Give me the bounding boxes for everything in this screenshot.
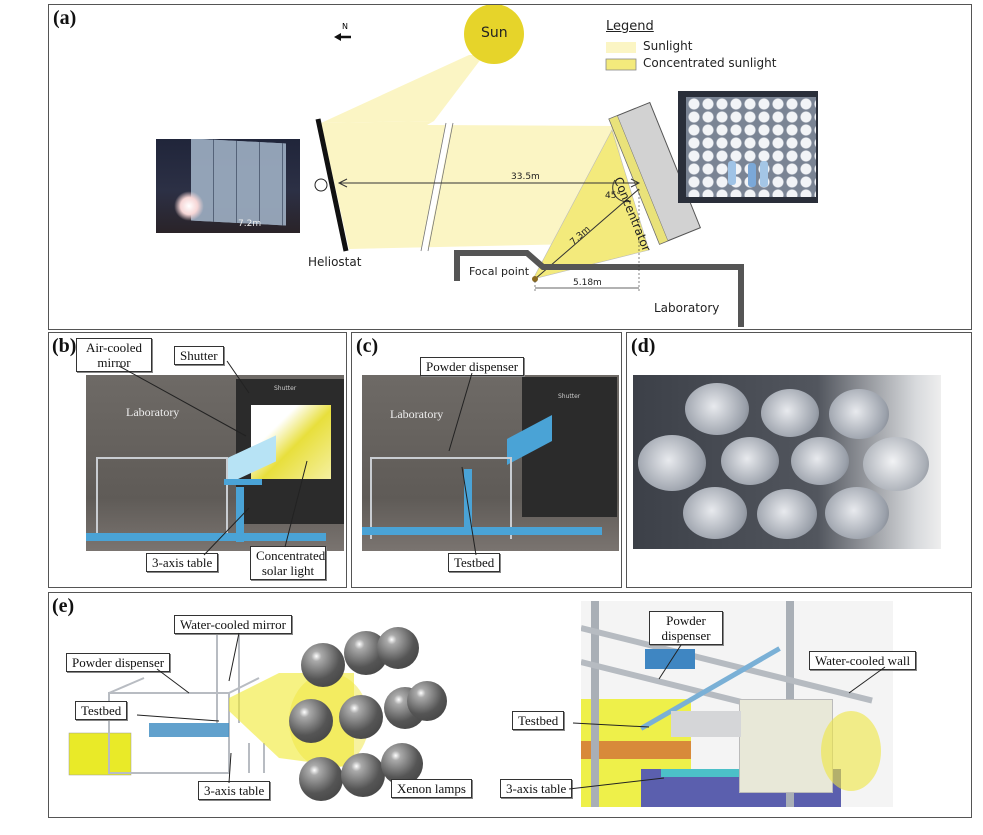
callout-xenon-lamps: Xenon lamps	[391, 779, 472, 798]
panel-a: (a)	[48, 4, 972, 330]
legend-item-sunlight: Sunlight	[643, 39, 693, 53]
heliostat-photo: 7.2m	[156, 139, 300, 233]
distance-lab-label: 5.18m	[573, 278, 602, 288]
lamp-sphere	[407, 681, 447, 721]
lamp	[685, 383, 749, 435]
testbed-closeup-render	[581, 601, 893, 807]
distance-main-label: 33.5m	[511, 172, 540, 182]
laboratory-wall	[454, 250, 744, 327]
lamp-sphere	[289, 699, 333, 743]
lamp	[829, 389, 889, 439]
panel-label-b: (b)	[52, 335, 77, 357]
sun-label: Sun	[481, 25, 508, 41]
sunlight-beam-incoming	[321, 55, 484, 123]
callout-shutter: Shutter	[174, 346, 224, 365]
lamp	[825, 487, 889, 539]
callout-testbed-c: Testbed	[448, 553, 501, 572]
callout-concentrated-solar-light: Concentrated solar light	[250, 546, 326, 580]
legend-swatch-concentrated	[605, 58, 637, 71]
legend-swatch-sunlight	[606, 42, 636, 53]
callout-testbed-e-left: Testbed	[75, 701, 128, 720]
heliostat-pivot	[314, 178, 328, 192]
panel-label-a: (a)	[53, 7, 77, 29]
callout-powder-dispenser-e-left: Powder dispenser	[66, 653, 171, 672]
callout-3-axis-table-e-right: 3-axis table	[500, 779, 573, 798]
panel-d: (d)	[626, 332, 972, 588]
concentrator	[608, 101, 702, 245]
lamp	[863, 437, 929, 491]
callout-testbed-e-right: Testbed	[512, 711, 565, 730]
callout-water-cooled-wall: Water-cooled wall	[809, 651, 917, 670]
lamp	[638, 435, 706, 491]
xenon-lamp-array-photo	[633, 375, 941, 549]
lamp	[683, 487, 747, 539]
callout-3-axis-table-b: 3-axis table	[146, 553, 219, 572]
focal-point-dot	[532, 276, 538, 282]
shutter-sign-c: Shutter	[558, 393, 581, 400]
lamp-sphere	[339, 695, 383, 739]
panel-c: (c) Laboratory Shutter Powder dispenser …	[351, 332, 622, 588]
lamp-sphere	[301, 643, 345, 687]
lamp	[721, 437, 779, 485]
callout-3-axis-table-e-left: 3-axis table	[198, 781, 271, 800]
lamp-sphere	[341, 753, 385, 797]
laboratory-label: Laboratory	[654, 301, 720, 315]
scene-lab-text-c: Laboratory	[390, 407, 444, 421]
panel-label-d: (d)	[631, 335, 656, 357]
legend-title: Legend	[606, 19, 654, 34]
concentrator-photo	[678, 91, 818, 203]
north-arrow-icon	[334, 33, 351, 41]
lamp	[791, 437, 849, 485]
shutter-sign-b: Shutter	[274, 385, 297, 392]
lamp	[761, 389, 819, 437]
lab-render-b: Laboratory Shutter	[86, 375, 344, 551]
heliostat-width-label: 7.2m	[238, 219, 262, 229]
lamp	[757, 489, 817, 539]
panel-label-e: (e)	[52, 595, 75, 617]
panel-e: (e) Water-cooled mirror Powder dispenser…	[48, 592, 972, 818]
focal-point-label: Focal point	[469, 265, 530, 278]
lamp-sphere	[377, 627, 419, 669]
solar-layout-diagram	[314, 5, 744, 327]
callout-powder-dispenser-e-right: Powder dispenser	[649, 611, 723, 645]
sun-icon	[464, 5, 524, 64]
angle-label: 45°	[605, 191, 621, 201]
sunlight-beam-reflected	[321, 121, 624, 249]
heliostat-label: Heliostat	[308, 255, 362, 269]
panel-label-c: (c)	[356, 335, 379, 357]
callout-water-cooled-mirror: Water-cooled mirror	[174, 615, 292, 634]
lab-render-c: Laboratory Shutter	[362, 375, 619, 551]
lamp-sphere	[381, 743, 423, 785]
lamp-sphere	[299, 757, 343, 801]
heliostat-mirror	[315, 118, 349, 252]
callout-powder-dispenser-c: Powder dispenser	[420, 357, 525, 376]
scene-lab-text-b: Laboratory	[126, 405, 180, 419]
north-label: N	[342, 22, 348, 31]
panel-b: (b) Laboratory Shutter Air-cooled mirror…	[48, 332, 347, 588]
legend-item-concentrated: Concentrated sunlight	[643, 56, 777, 70]
break-line	[421, 122, 452, 252]
xenon-lamps-render	[289, 625, 459, 805]
callout-air-cooled-mirror: Air-cooled mirror	[76, 338, 152, 372]
